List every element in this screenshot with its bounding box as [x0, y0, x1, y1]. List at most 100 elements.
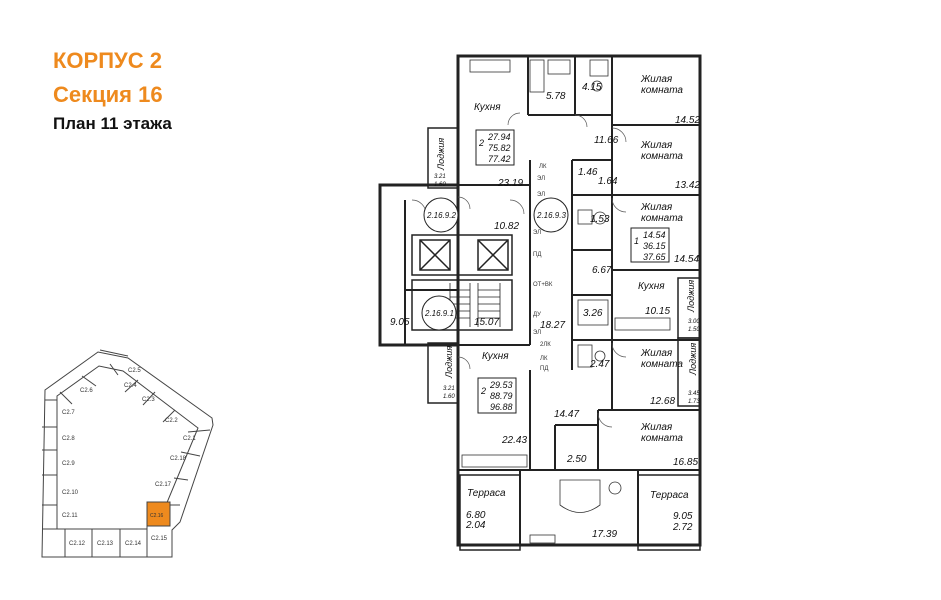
area-label: 23.19 — [497, 178, 523, 189]
area-label: 13.42 — [675, 180, 700, 191]
shaft-mark: ЭЛ — [533, 330, 541, 336]
svg-text:C2.9: C2.9 — [62, 461, 75, 467]
apartment-area: 27.94 — [487, 132, 511, 142]
room-label-kitchen: Кухня — [638, 281, 665, 292]
area-label: 14.47 — [554, 409, 579, 420]
apartment-info-box — [477, 377, 517, 414]
apartment-area: 96.88 — [490, 402, 513, 412]
loggia-area: 3.00 — [688, 319, 700, 325]
area-label: 2.04 — [465, 520, 486, 531]
area-label: 10.15 — [645, 306, 670, 317]
apartment-rooms: 2 — [480, 386, 486, 396]
terrace-label: Терраса — [467, 488, 506, 499]
area-label: 14.54 — [674, 254, 699, 265]
apartment-area: 14.54 — [643, 230, 666, 240]
loggia-area: 1.60 — [443, 394, 455, 400]
area-label: 2.47 — [589, 359, 610, 370]
stair-mark: 2.16.9.1 — [424, 309, 454, 318]
loggia-area: 3.21 — [434, 174, 446, 180]
area-label: 3.26 — [583, 308, 603, 319]
stair-mark-circle — [421, 295, 457, 331]
loggia-label: Лоджия — [444, 346, 454, 379]
stair-mark: 2.16.9.3 — [536, 211, 566, 220]
shaft-mark: ПД — [540, 366, 548, 372]
area-label: 1.46 — [578, 167, 598, 178]
area-label: 1.53 — [590, 214, 610, 225]
loggia-area: 1.73 — [688, 399, 700, 405]
apartment-area: 75.82 — [488, 143, 511, 153]
svg-text:C2.4: C2.4 — [124, 383, 137, 389]
area-label: 16.85 — [673, 457, 698, 468]
apartment-area: 36.15 — [643, 241, 667, 251]
loggia-area: 3.21 — [443, 386, 455, 392]
shaft-mark: ЭЛ — [533, 230, 541, 236]
shaft-mark: ОТ+ВК — [533, 282, 553, 288]
area-label: 22.43 — [501, 435, 527, 446]
loggia-area: 3.45 — [688, 391, 700, 397]
apartment-area: 29.53 — [489, 380, 513, 390]
svg-text:C2.7: C2.7 — [62, 410, 75, 416]
svg-text:C2.3: C2.3 — [142, 397, 155, 403]
shaft-mark: ЛК — [539, 164, 547, 170]
area-label: 10.82 — [494, 221, 519, 232]
svg-text:C2.11: C2.11 — [62, 513, 78, 519]
svg-text:C2.10: C2.10 — [62, 490, 79, 496]
svg-text:C2.13: C2.13 — [97, 541, 114, 547]
svg-text:C2.17: C2.17 — [155, 482, 172, 488]
shaft-mark: ЛК — [540, 356, 548, 362]
area-label: 6.80 — [466, 510, 486, 521]
shaft-mark: ПД — [533, 252, 541, 258]
area-label: 11.66 — [594, 135, 619, 146]
area-label: 2.50 — [566, 454, 587, 465]
shaft-mark: ЭЛ — [537, 176, 545, 182]
door-swings — [411, 112, 627, 428]
apartment-area: 88.79 — [490, 391, 513, 401]
building-title: КОРПУС 2 — [53, 48, 162, 73]
fixtures — [461, 59, 671, 544]
apartment-rooms: 1 — [634, 236, 639, 246]
loggia-area: 1.60 — [434, 182, 446, 188]
area-label: 6.67 — [592, 265, 612, 276]
stair-mark-circle — [423, 197, 459, 233]
area-label: 18.27 — [540, 320, 565, 331]
svg-text:C2.6: C2.6 — [80, 388, 93, 394]
keyplan-section-highlight[interactable] — [146, 501, 171, 527]
area-label: 15.07 — [474, 317, 499, 328]
area-label: 17.39 — [592, 529, 617, 540]
svg-text:C2.12: C2.12 — [69, 541, 86, 547]
svg-text:C2.2: C2.2 — [165, 418, 178, 424]
shaft-mark: ДУ — [533, 312, 541, 318]
area-label: 9.05 — [390, 317, 410, 328]
svg-text:C2.16: C2.16 — [150, 513, 164, 519]
stair-and-lift-core — [411, 234, 513, 331]
area-label: 1.64 — [598, 176, 618, 187]
svg-text:C2.15: C2.15 — [151, 536, 168, 542]
room-label-kitchen: Кухня — [482, 351, 509, 362]
outer-walls — [378, 54, 702, 551]
stair-mark-circle — [533, 197, 569, 233]
interior-walls — [404, 56, 700, 545]
loggia-label: Лоджия — [688, 343, 698, 376]
loggia-area: 1.50 — [688, 327, 700, 333]
area-label: 4.15 — [582, 82, 602, 93]
area-label: 9.05 — [673, 511, 693, 522]
section-title: Секция 16 — [53, 82, 163, 107]
key-plan — [41, 349, 214, 558]
keyplan-labels: C2.5 C2.4 C2.6 C2.3 C2.7 C2.2 C2.1 C2.8 … — [62, 368, 196, 547]
room-label-kitchen: Кухня — [474, 102, 501, 113]
svg-text:C2.5: C2.5 — [128, 368, 141, 374]
svg-text:C2.14: C2.14 — [125, 541, 142, 547]
area-label: 12.68 — [650, 396, 675, 407]
area-label: 5.78 — [546, 91, 566, 102]
area-label: 14.52 — [675, 115, 700, 126]
apartment-area: 77.42 — [488, 154, 511, 164]
floor-plan-title: План 11 этажа — [53, 114, 172, 133]
svg-text:C2.18: C2.18 — [170, 456, 187, 462]
stair-mark: 2.16.9.2 — [426, 211, 456, 220]
svg-text:C2.8: C2.8 — [62, 436, 75, 442]
